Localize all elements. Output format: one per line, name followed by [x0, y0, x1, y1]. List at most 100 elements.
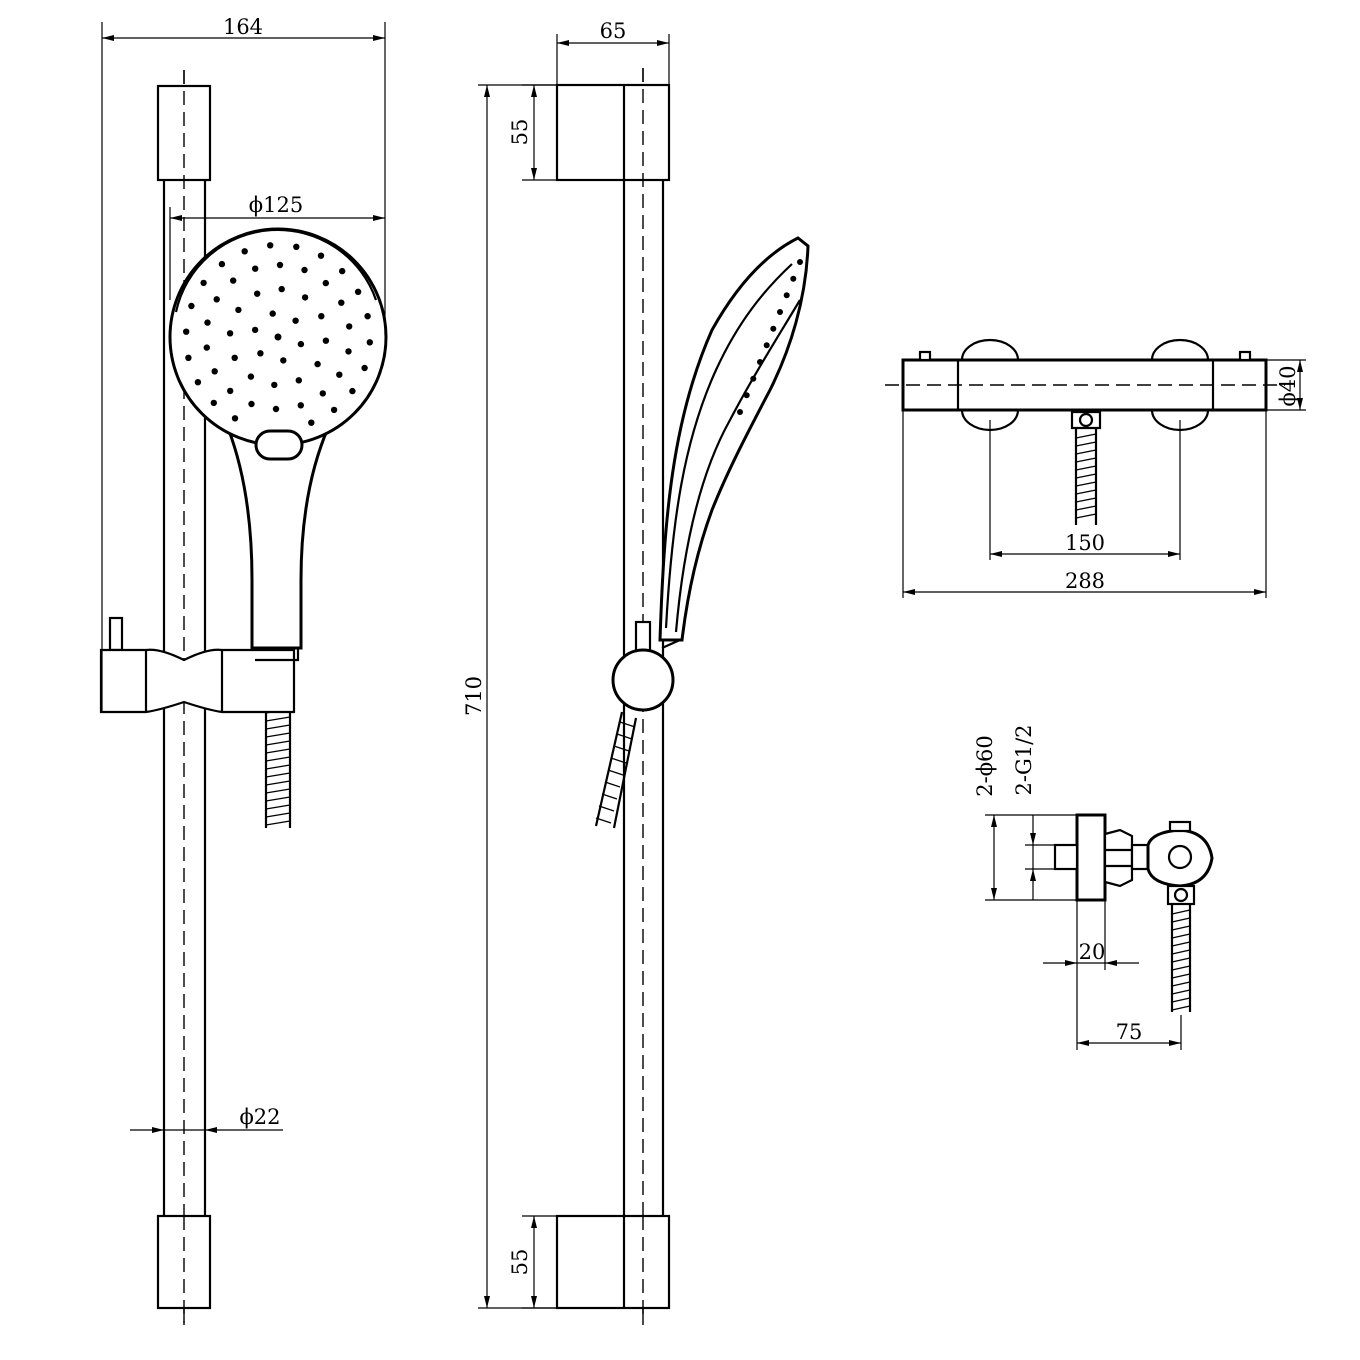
dim-label-thread: 2-G1/2 — [1012, 724, 1036, 795]
side-nozzle — [750, 375, 757, 382]
nozzle — [230, 277, 237, 284]
nozzle — [248, 400, 255, 408]
nozzle — [210, 399, 217, 407]
nozzle — [231, 354, 238, 361]
nozzle — [308, 419, 315, 426]
side-nozzle — [743, 392, 750, 399]
dim-length-710: 710 — [462, 84, 557, 1309]
dim-overall-length: 288 — [902, 410, 1267, 598]
valve-side-view: 2-ϕ60 2-G1/2 20 75 — [973, 724, 1214, 1050]
nozzle — [317, 252, 325, 259]
dim-label-depth: 65 — [600, 19, 627, 43]
nozzle — [269, 310, 276, 317]
valve-nut — [1103, 828, 1134, 888]
nozzle — [292, 317, 299, 324]
nozzle — [226, 330, 234, 337]
nozzle — [185, 354, 192, 361]
side-nozzle — [777, 309, 783, 315]
dim-label-bottom-bracket: 55 — [508, 1249, 532, 1276]
nozzle — [349, 387, 356, 395]
nozzle — [204, 319, 211, 326]
dim-label-rail-diameter: ϕ22 — [239, 1105, 280, 1129]
dim-label-top-bracket: 55 — [508, 119, 532, 146]
hand-shower-handle — [226, 427, 330, 650]
nozzle — [295, 377, 302, 384]
dim-label-inlet-centres: 150 — [1065, 531, 1105, 555]
spray-nozzles — [183, 242, 373, 426]
side-hand-shower — [634, 236, 810, 654]
side-view: 65 55 710 55 — [462, 19, 810, 1325]
nozzle — [319, 390, 326, 397]
dim-escutcheon: 2-ϕ60 — [973, 735, 1077, 901]
nozzle — [339, 267, 346, 275]
valve-escutcheon — [1075, 813, 1107, 902]
side-top-bracket — [555, 83, 671, 182]
nozzle — [211, 368, 218, 375]
nozzle — [271, 381, 278, 389]
nozzle — [318, 313, 325, 320]
dim-valve-diameter: ϕ40 — [1266, 359, 1306, 411]
nozzle — [301, 294, 309, 301]
nozzle — [188, 302, 195, 310]
nozzle — [231, 415, 239, 422]
nozzle — [272, 405, 280, 413]
valve-outlet — [1070, 410, 1102, 525]
nozzle — [297, 340, 305, 348]
front-view: 164 ϕ125 ϕ22 — [99, 15, 388, 1325]
side-bottom-bracket — [555, 1214, 671, 1310]
nozzle — [346, 323, 353, 330]
dim-head-diameter: ϕ125 — [169, 193, 385, 300]
nozzle — [203, 344, 210, 351]
dim-depth-65: 65 — [556, 19, 670, 85]
nozzle — [293, 243, 300, 250]
nozzle — [241, 248, 248, 255]
nozzle — [361, 364, 368, 372]
spray-selector-button — [254, 429, 304, 461]
dim-label-width: 164 — [223, 15, 263, 39]
hose — [264, 705, 292, 828]
side-hose — [594, 711, 638, 829]
nozzle — [336, 371, 343, 378]
nozzle — [366, 339, 373, 346]
nozzle — [200, 279, 207, 287]
dim-projection: 75 — [1077, 1015, 1182, 1050]
side-nozzle — [770, 325, 777, 332]
nozzle — [301, 266, 308, 274]
dim-bottom-bracket-55: 55 — [508, 1215, 557, 1309]
dim-width-164: 164 — [101, 15, 386, 712]
dim-label-inlet-offset: 20 — [1079, 940, 1106, 964]
side-slider-knob — [611, 648, 675, 712]
dim-top-bracket-55: 55 — [508, 84, 557, 181]
dim-label-overall-length: 288 — [1065, 569, 1105, 593]
nozzle — [276, 261, 284, 269]
dim-label-escutcheon: 2-ϕ60 — [973, 735, 997, 797]
valve-front-view: ϕ40 150 288 — [885, 338, 1306, 598]
nozzle — [254, 290, 261, 297]
dim-label-head-diameter: ϕ125 — [249, 193, 303, 217]
slider-bracket — [99, 616, 300, 714]
nozzle — [364, 313, 371, 320]
nozzle — [322, 337, 330, 344]
nozzle — [314, 360, 321, 368]
dim-label-length: 710 — [462, 676, 486, 716]
dim-inlet-offset: 20 — [1043, 900, 1139, 1050]
nozzle — [274, 333, 282, 341]
nozzle — [278, 285, 285, 293]
dim-rail-diameter: ϕ22 — [130, 1105, 283, 1133]
nozzle — [235, 306, 242, 314]
side-nozzle — [763, 342, 770, 349]
nozzle — [213, 296, 220, 303]
dim-label-valve-diameter: ϕ40 — [1276, 365, 1300, 406]
nozzle — [252, 265, 259, 272]
nozzle — [297, 402, 304, 409]
nozzle — [257, 350, 264, 357]
nozzle — [194, 379, 202, 386]
nozzle — [354, 288, 362, 295]
dim-label-projection: 75 — [1116, 1020, 1143, 1044]
nozzle — [267, 242, 274, 249]
valve-side-outlet — [1166, 884, 1196, 1012]
nozzle — [218, 260, 226, 268]
side-nozzle — [757, 359, 763, 365]
nozzle — [227, 387, 234, 395]
